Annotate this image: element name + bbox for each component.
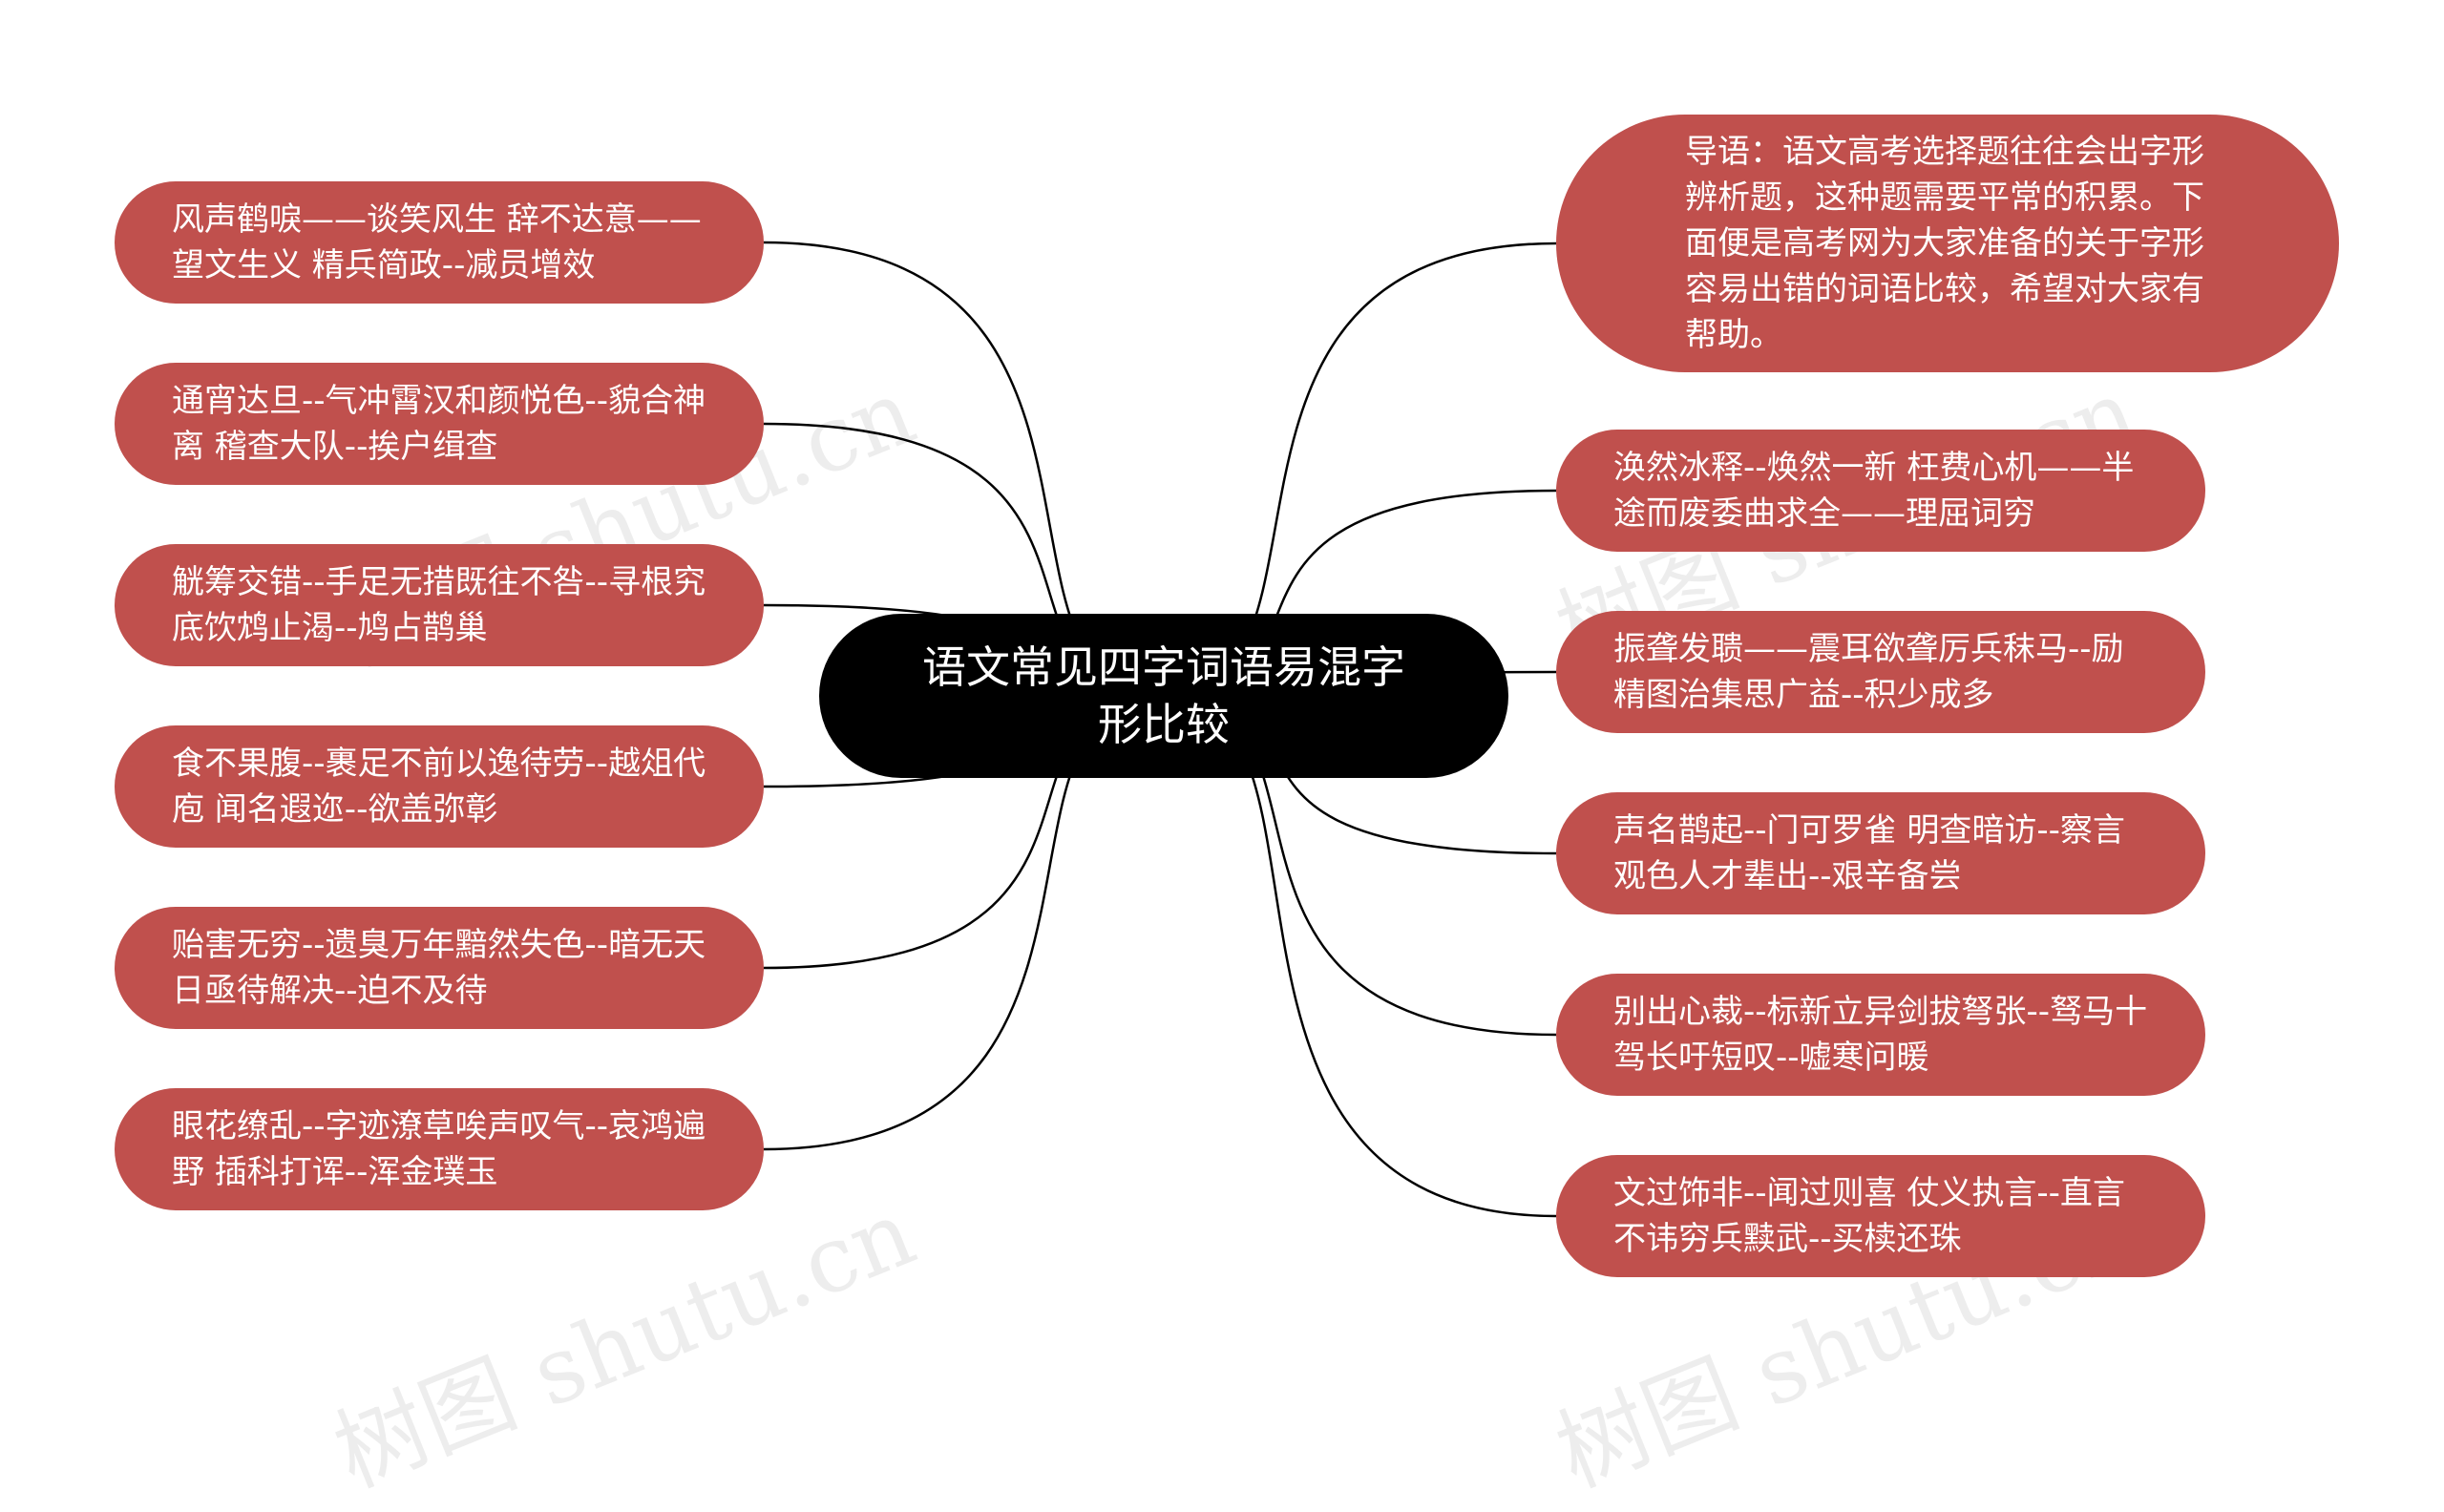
- left-node-1-label: 风声鹤唳——谈笑风生 辞不达意——望文生义 精兵简政--减员增效: [172, 200, 702, 284]
- left-node-2[interactable]: 通宵达旦--气冲霄汉和颜悦色--貌合神离 稽查大队--挨户缉查: [115, 363, 764, 485]
- right-node-4-label: 声名鹊起--门可罗雀 明查暗访--察言观色人才辈出--艰辛备尝: [1613, 811, 2125, 895]
- left-node-3-label: 觥筹交错--手足无措既往不咎--寻根究底饮鸩止渴--鸠占鹊巢: [172, 563, 706, 647]
- left-node-2-label: 通宵达旦--气冲霄汉和颜悦色--貌合神离 稽查大队--挨户缉查: [172, 382, 706, 466]
- left-node-6[interactable]: 眼花缭乱--字迹潦草唉声叹气--哀鸿遍野 插科打诨--浑金璞玉: [115, 1088, 764, 1210]
- right-node-guide[interactable]: 导语：语文高考选择题往往会出字形辨析题，这种题需要平常的积累。下面便是高考网为大…: [1556, 115, 2339, 372]
- left-node-4[interactable]: 食不果腹--裹足不前以逸待劳--越俎代庖 闻名遐迩--欲盖弥彰: [115, 725, 764, 848]
- central-topic[interactable]: 语文常见四字词语易混字形比较: [819, 614, 1508, 778]
- right-node-6[interactable]: 文过饰非--闻过则喜 仗义执言--直言不讳穷兵黩武--买椟还珠: [1556, 1155, 2205, 1277]
- right-node-2[interactable]: 涣然冰释--焕然一新 枉费心机——半途而废委曲求全——理屈词穷: [1556, 430, 2205, 552]
- left-node-5[interactable]: 贻害无穷--遗臭万年黯然失色--暗无天日亟待解决--迫不及待: [115, 907, 764, 1029]
- right-node-3-label: 振聋发聩——震耳欲聋厉兵秣马--励精图治集思广益--积少成多: [1613, 630, 2124, 714]
- right-node-2-label: 涣然冰释--焕然一新 枉费心机——半途而废委曲求全——理屈词穷: [1613, 449, 2135, 533]
- left-node-3[interactable]: 觥筹交错--手足无措既往不咎--寻根究底饮鸩止渴--鸠占鹊巢: [115, 544, 764, 666]
- right-node-5-label: 别出心裁--标新立异剑拔弩张--驽马十驾长吁短叹--嘘寒问暖: [1613, 993, 2148, 1077]
- right-node-5[interactable]: 别出心裁--标新立异剑拔弩张--驽马十驾长吁短叹--嘘寒问暖: [1556, 974, 2205, 1096]
- right-node-guide-label: 导语：语文高考选择题往往会出字形辨析题，这种题需要平常的积累。下面便是高考网为大…: [1685, 133, 2204, 354]
- right-node-4[interactable]: 声名鹊起--门可罗雀 明查暗访--察言观色人才辈出--艰辛备尝: [1556, 792, 2205, 914]
- left-node-1[interactable]: 风声鹤唳——谈笑风生 辞不达意——望文生义 精兵简政--减员增效: [115, 181, 764, 304]
- left-node-5-label: 贻害无穷--遗臭万年黯然失色--暗无天日亟待解决--迫不及待: [172, 926, 706, 1010]
- left-node-4-label: 食不果腹--裹足不前以逸待劳--越俎代庖 闻名遐迩--欲盖弥彰: [172, 745, 706, 829]
- central-topic-label: 语文常见四字词语易混字形比较: [922, 641, 1405, 750]
- right-node-3[interactable]: 振聋发聩——震耳欲聋厉兵秣马--励精图治集思广益--积少成多: [1556, 611, 2205, 733]
- left-node-6-label: 眼花缭乱--字迹潦草唉声叹气--哀鸿遍野 插科打诨--浑金璞玉: [172, 1107, 706, 1191]
- right-node-6-label: 文过饰非--闻过则喜 仗义执言--直言不讳穷兵黩武--买椟还珠: [1613, 1174, 2125, 1258]
